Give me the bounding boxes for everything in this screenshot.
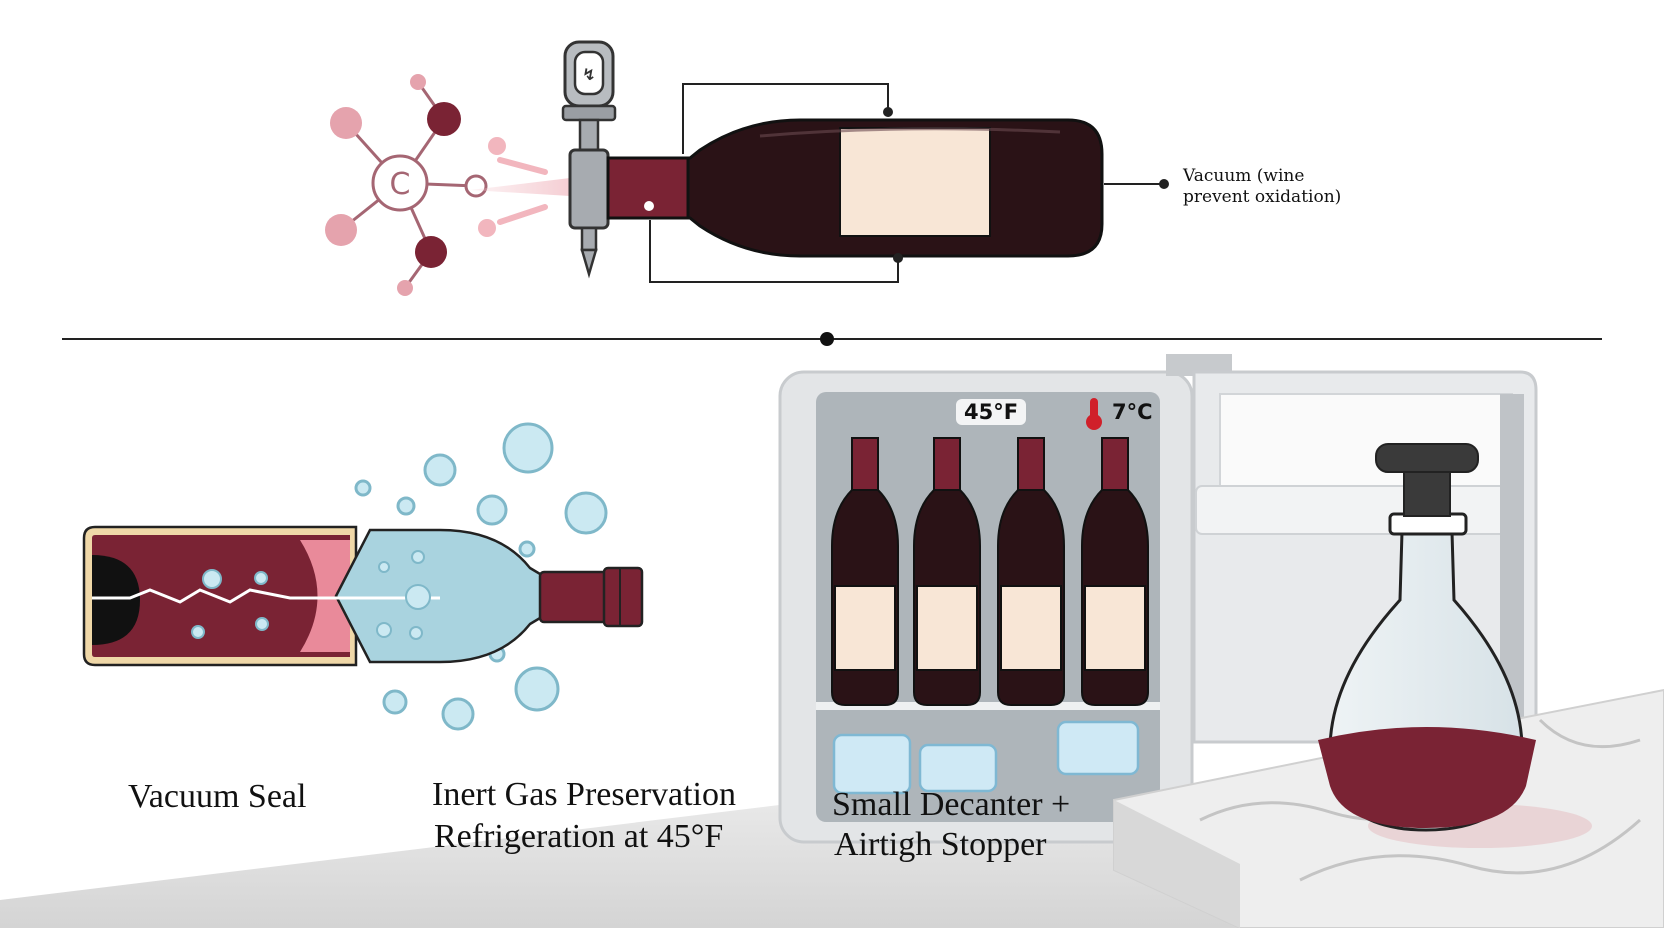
refrigeration-label: Refrigeration at 45°F — [434, 818, 724, 855]
decanter-label-line-1: Small Decanter + — [832, 786, 1071, 823]
decanter-label-line-2: Airtigh Stopper — [834, 826, 1047, 863]
inert-gas-label: Inert Gas Preservation — [432, 776, 737, 813]
wine-bottle-top — [606, 118, 1104, 258]
fridge-temp-fahrenheit: 45°F — [956, 399, 1027, 425]
ice-cube-icon — [832, 720, 1140, 795]
inert-gas-bottle — [82, 525, 644, 667]
callout-line-1: Vacuum (wine — [1183, 166, 1305, 186]
fridge-wine-bottles — [831, 437, 1149, 706]
fridge-temp-celsius: 7°C — [1112, 400, 1153, 424]
bubble-icon — [354, 422, 608, 731]
decanter-icon — [1318, 443, 1536, 832]
thermometer-icon — [1086, 398, 1102, 430]
vacuum-callout: Vacuum (wine prevent oxidation) — [1183, 166, 1341, 208]
pump-connection-lines — [649, 83, 1169, 283]
air-flow — [470, 137, 570, 237]
vacuum-seal-label: Vacuum Seal — [128, 778, 307, 815]
callout-line-2: prevent oxidation) — [1183, 187, 1342, 207]
svg-text:C: C — [390, 167, 411, 202]
divider-dot — [820, 332, 834, 346]
svg-text:↯: ↯ — [582, 65, 595, 84]
vacuum-pump-icon: ↯ — [561, 40, 617, 279]
oxygen-molecule-icon: C — [325, 74, 488, 296]
